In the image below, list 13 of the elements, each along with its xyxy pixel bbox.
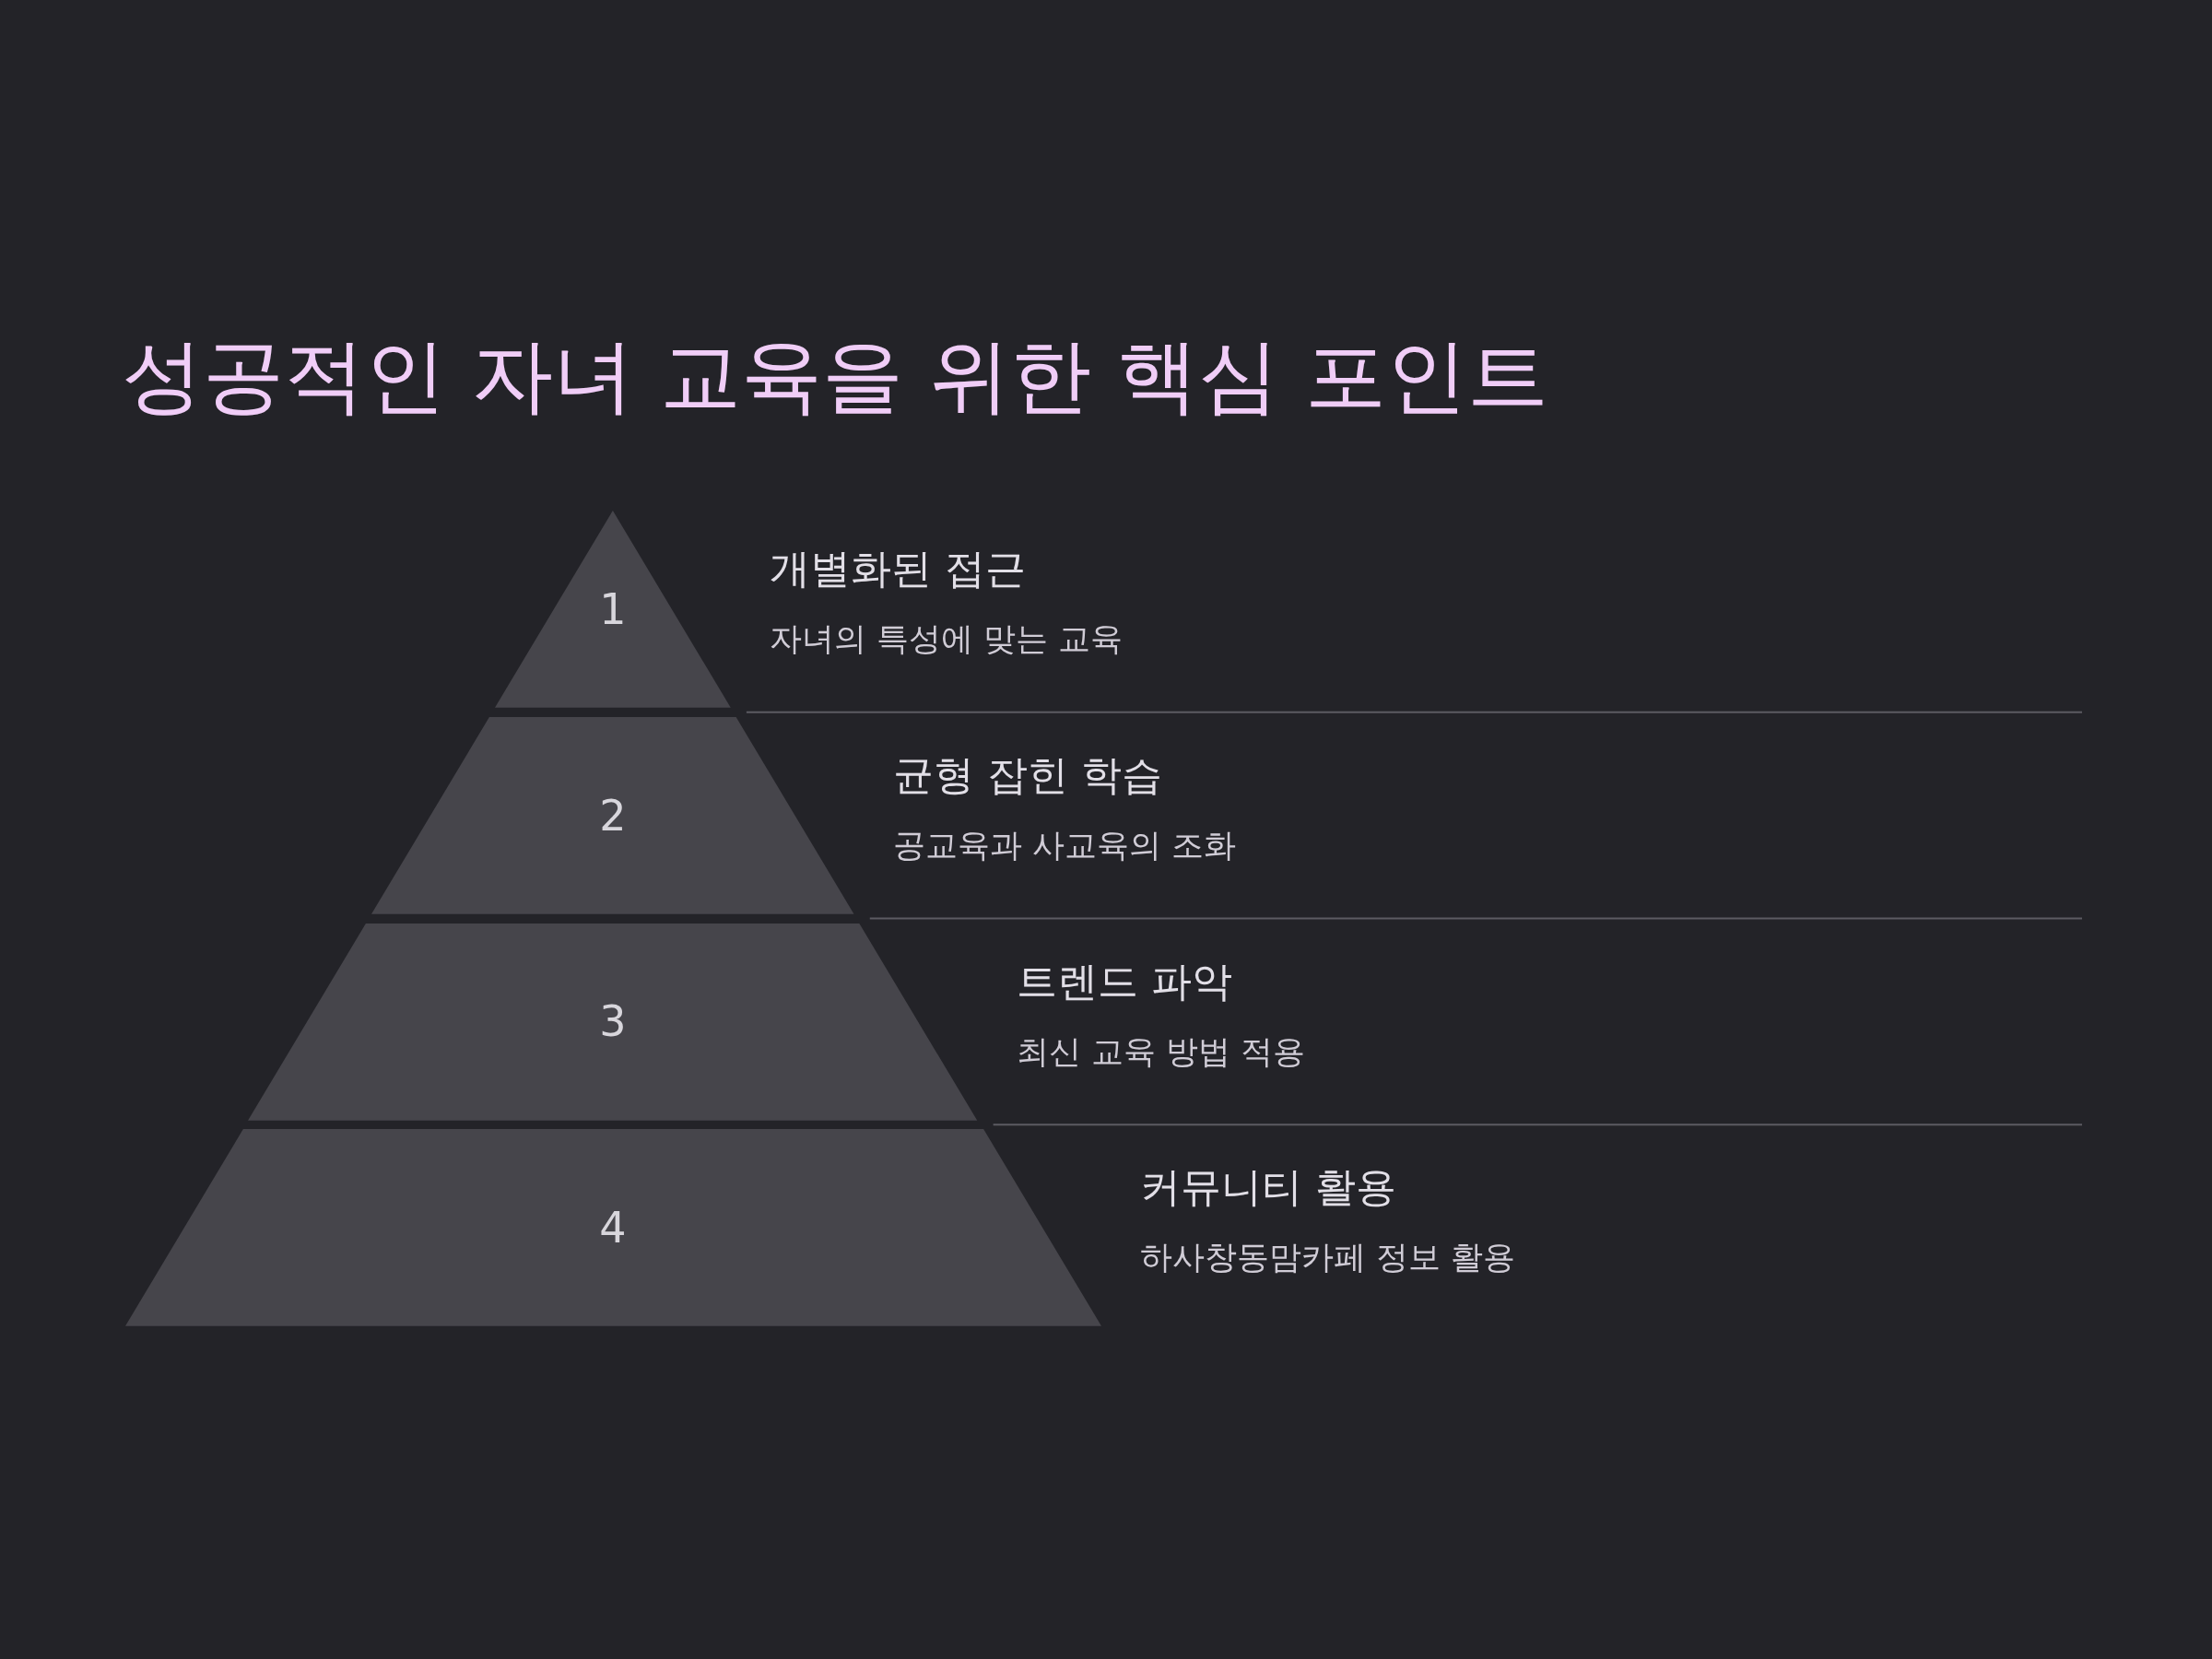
title: 성공적인 자녀 교육을 위한 핵심 포인트	[122, 327, 1548, 425]
tier-description: 자녀의 특성에 맞는 교육	[770, 619, 1124, 658]
tier-heading: 커뮤니티 활용	[1139, 1162, 1397, 1213]
tier-heading: 트렌드 파악	[1016, 956, 1233, 1006]
tier-number: 1	[599, 587, 627, 630]
tier-number: 4	[599, 1206, 627, 1250]
tier-heading: 개별화된 접근	[770, 544, 1027, 594]
tier-description: 공교육과 사교육의 조화	[892, 825, 1238, 865]
tier-number: 2	[599, 794, 627, 837]
tier-heading: 균형 잡힌 학습	[892, 749, 1163, 800]
tier-description: 최신 교육 방법 적용	[1016, 1031, 1307, 1071]
tier-number: 3	[599, 1000, 627, 1043]
tier-description: 하사창동맘카페 정보 활용	[1139, 1238, 1516, 1277]
